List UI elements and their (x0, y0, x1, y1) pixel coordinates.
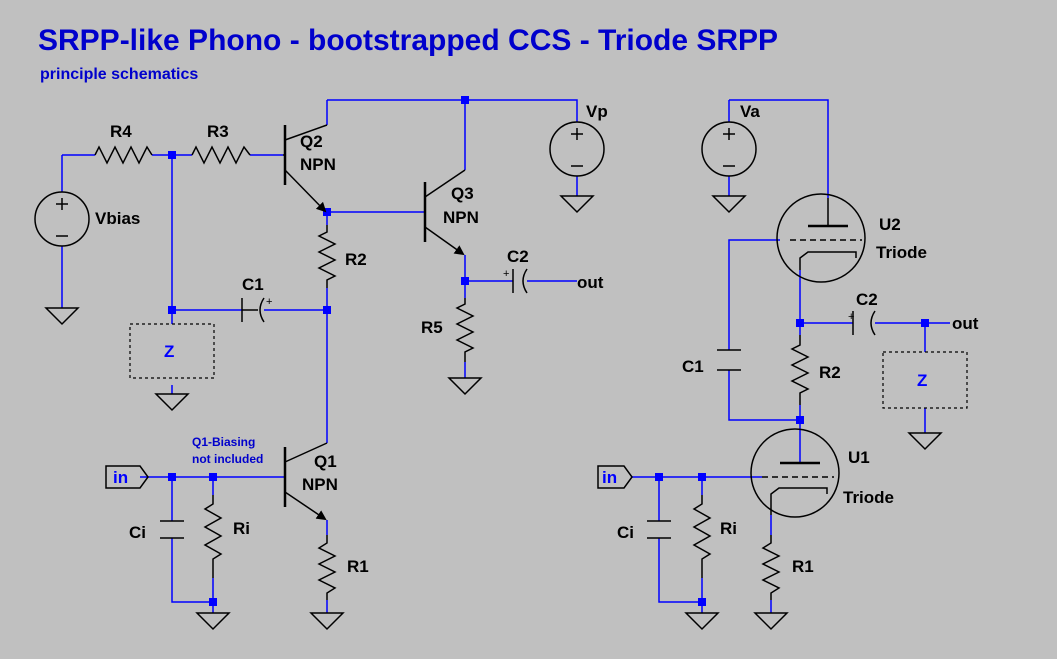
page-subtitle: principle schematics (40, 66, 198, 83)
label-ri: Ri (233, 519, 250, 538)
capacitor-c2-right (852, 310, 876, 336)
label-q1-type: NPN (302, 475, 338, 494)
label-r2: R2 (345, 250, 367, 269)
label-va: Va (740, 102, 760, 121)
resistor-r2 (317, 225, 337, 288)
label-c2: C2 (507, 247, 529, 266)
label-r1: R1 (347, 557, 369, 576)
label-u2-type: Triode (876, 243, 927, 262)
label-u1-type: Triode (843, 488, 894, 507)
capacitor-c1 (241, 297, 265, 323)
label-z: Z (164, 342, 174, 361)
label-vp: Vp (586, 102, 608, 121)
z-box-right (882, 351, 968, 409)
label-c1: C1 (242, 275, 264, 294)
resistor-r5 (455, 298, 475, 362)
right-wires (632, 99, 950, 613)
label-q1: Q1 (314, 452, 337, 471)
label-in-right: in (602, 468, 617, 487)
page-title: SRPP-like Phono - bootstrapped CCS - Tri… (38, 24, 778, 57)
label-ci-right: Ci (617, 523, 634, 542)
in-port-right (597, 465, 633, 489)
label-out: out (577, 273, 604, 292)
label-ci: Ci (129, 523, 146, 542)
c2-polarity: + (503, 268, 509, 280)
resistor-r4 (94, 145, 153, 165)
z-box (129, 323, 215, 379)
label-q2: Q2 (300, 132, 323, 151)
ground-symbols-right (684, 195, 943, 631)
transistor-q3 (423, 169, 466, 256)
label-c2-right: C2 (856, 290, 878, 309)
capacitor-c1-right (717, 349, 741, 371)
left-junctions (168, 96, 469, 606)
resistor-ri-right (692, 495, 712, 578)
capacitor-ci-right (647, 520, 671, 539)
label-c1-right: C1 (682, 357, 704, 376)
va-source (701, 121, 757, 177)
label-r4: R4 (110, 122, 132, 141)
label-ri-right: Ri (720, 519, 737, 538)
resistor-ri (203, 495, 223, 578)
resistor-r3 (191, 145, 251, 165)
transistor-q1 (283, 442, 328, 521)
label-r5: R5 (421, 318, 443, 337)
capacitor-c2 (512, 268, 528, 294)
label-q2-type: NPN (300, 155, 336, 174)
label-q3-type: NPN (443, 208, 479, 227)
resistor-r1-right (761, 535, 781, 600)
in-port (105, 465, 149, 489)
triode-u1 (750, 428, 840, 518)
vp-source (549, 121, 605, 177)
resistor-r1 (317, 535, 337, 600)
ground-symbols (44, 195, 595, 631)
label-u2: U2 (879, 215, 901, 234)
capacitor-ci (160, 520, 184, 539)
label-r1-right: R1 (792, 557, 814, 576)
label-r2-right: R2 (819, 363, 841, 382)
label-out-right: out (952, 314, 979, 333)
note-biasing-2: not included (192, 452, 263, 466)
note-biasing-1: Q1-Biasing (192, 435, 255, 449)
transistor-q2 (283, 124, 328, 213)
left-circuit: R4 R3 Q2 NPN Q3 NPN Vp Vbias R2 C2 C1 ou… (34, 96, 608, 631)
label-z-right: Z (917, 371, 927, 390)
label-vbias: Vbias (95, 209, 140, 228)
label-in: in (113, 468, 128, 487)
label-q3: Q3 (451, 184, 474, 203)
c2-right-polarity: + (848, 311, 854, 323)
right-circuit: Va U2 Triode C2 out + C1 R2 Z U1 Triode … (597, 99, 979, 631)
triode-u2 (776, 193, 866, 283)
resistor-r2-right (790, 335, 810, 405)
c1-polarity: + (266, 296, 272, 308)
right-junctions (655, 319, 929, 606)
vbias-source (34, 191, 90, 247)
label-r3: R3 (207, 122, 229, 141)
label-u1: U1 (848, 448, 870, 467)
